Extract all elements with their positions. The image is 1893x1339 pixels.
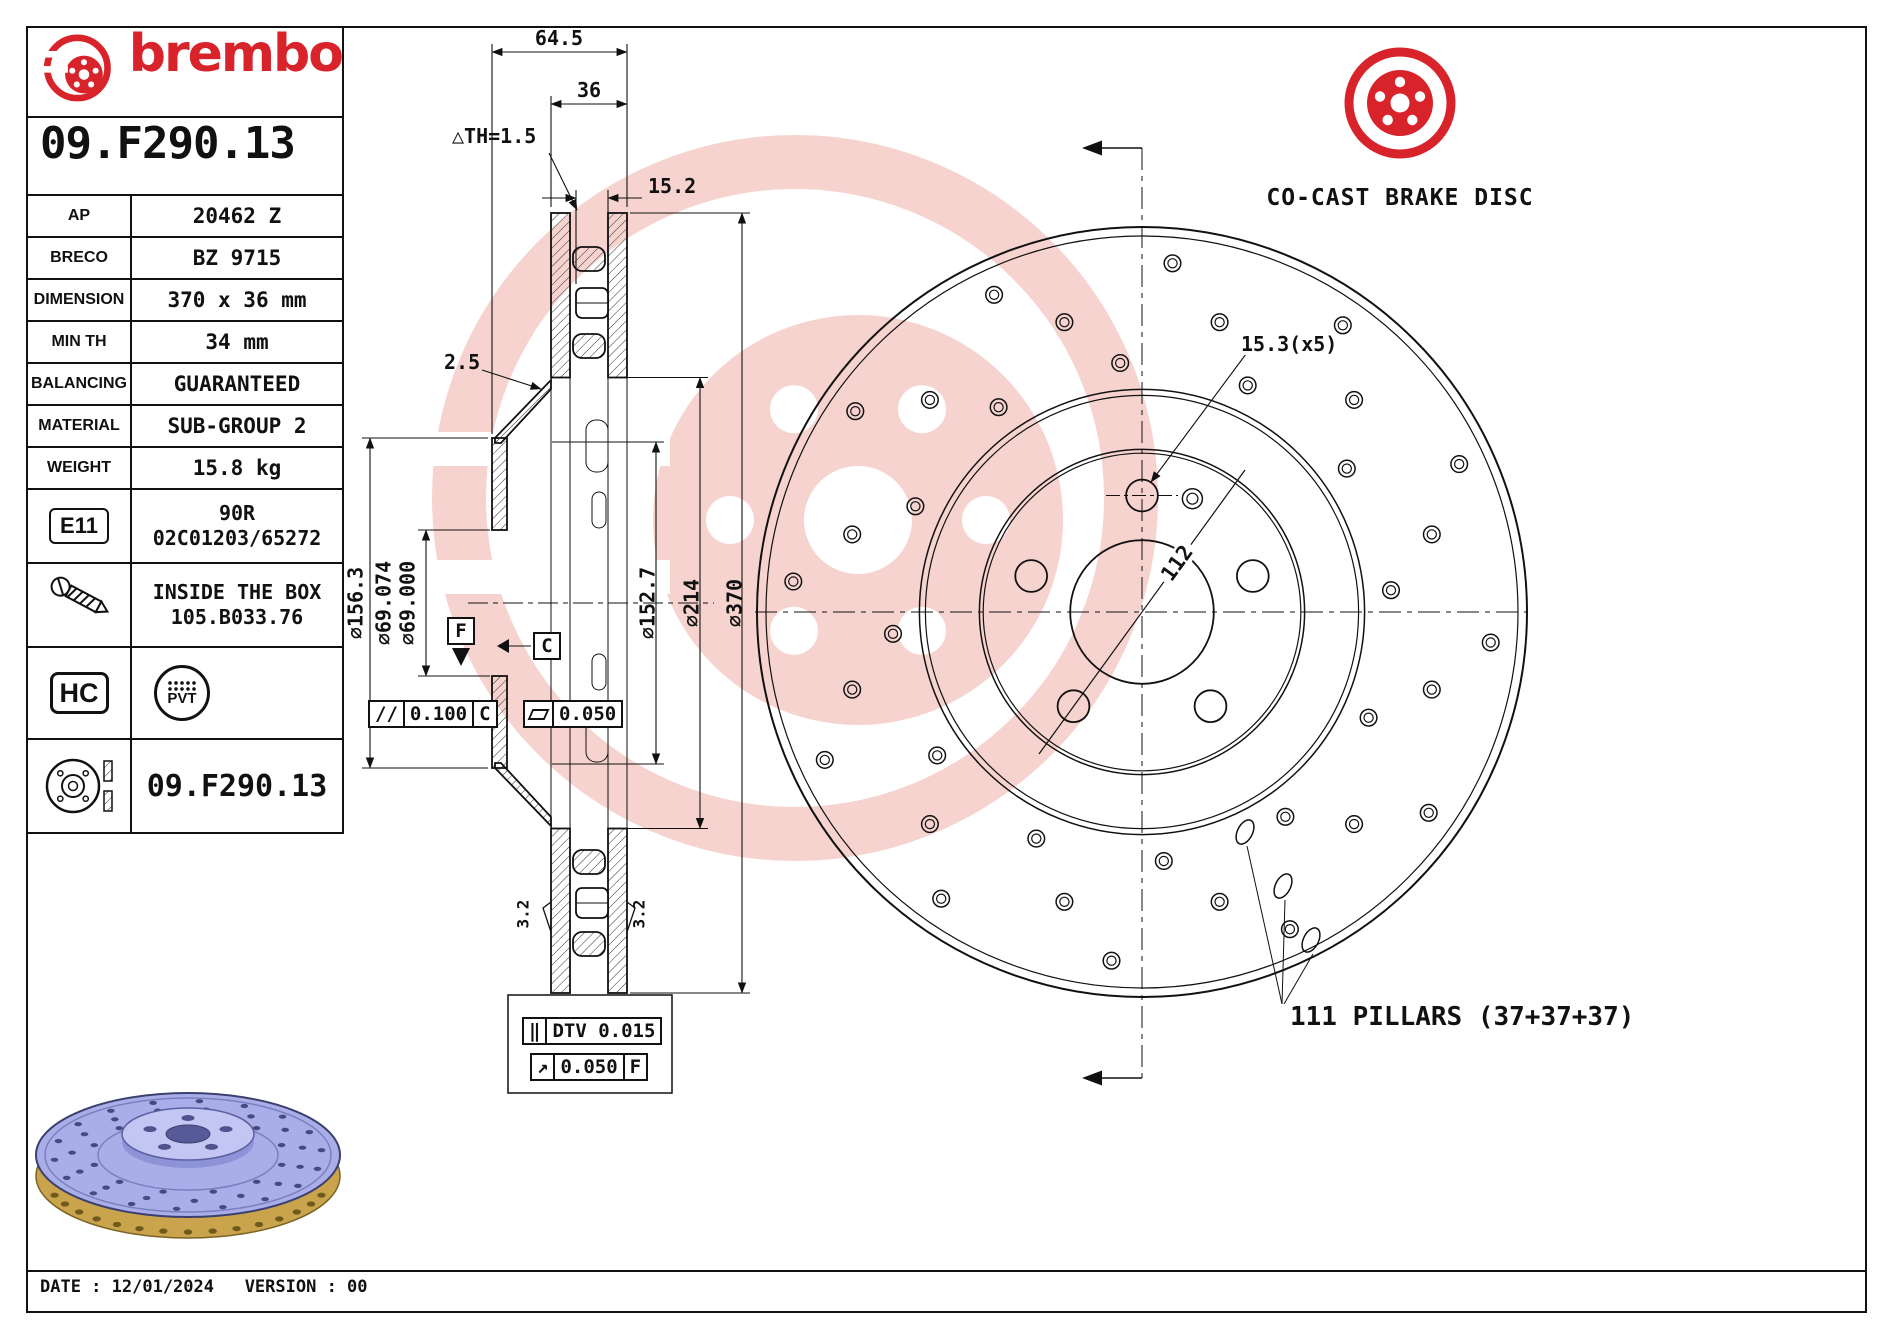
disc-3d-render bbox=[35, 1092, 341, 1239]
runout-datum: F bbox=[629, 1056, 642, 1078]
dim-total-width: 64.5 bbox=[534, 26, 584, 50]
front-view bbox=[755, 140, 1528, 1086]
parallelism-datum: C bbox=[479, 703, 491, 725]
marks-row: HC PVT bbox=[28, 648, 342, 740]
runout-symbol: ↗ bbox=[532, 1055, 556, 1079]
pillars-note: 111 PILLARS (37+37+37) bbox=[1288, 1002, 1637, 1032]
spec-table: brembo 09.F290.13 AP 20462 Z BRECO BZ 97… bbox=[26, 26, 344, 834]
dtv-symbol: ‖ bbox=[524, 1019, 548, 1043]
cocast-logo-icon bbox=[1344, 47, 1456, 159]
spec-row-balancing: BALANCING GUARANTEED bbox=[28, 364, 342, 406]
pvt-dots-icon bbox=[167, 680, 197, 691]
e11-badge: E11 bbox=[49, 508, 109, 544]
spec-value: 20462 Z bbox=[192, 204, 282, 228]
flatness-frame: 0.050 bbox=[523, 700, 624, 728]
inside-box-row: INSIDE THE BOX 105.B033.76 bbox=[28, 564, 342, 648]
approval-row: E11 90R 02C01203/65272 bbox=[28, 490, 342, 564]
lug-hole-dim: 15.3(x5) bbox=[1238, 334, 1341, 355]
screw-icon bbox=[50, 576, 110, 614]
dim-bore-max-dia: ⌀69.074 bbox=[371, 560, 396, 646]
footer-divider bbox=[26, 1270, 1867, 1272]
front-drill-holes bbox=[784, 254, 1500, 970]
spec-row-dimension: DIMENSION 370 x 36 mm bbox=[28, 280, 342, 322]
roughness-right: 3.2 bbox=[629, 899, 649, 929]
brand-header: brembo bbox=[28, 24, 344, 118]
spec-label: MIN TH bbox=[28, 322, 132, 362]
brembo-logo-icon bbox=[35, 34, 111, 102]
datum-f-box: F bbox=[447, 617, 475, 645]
spec-row-ap: AP 20462 Z bbox=[28, 196, 342, 238]
spec-row-material: MATERIAL SUB-GROUP 2 bbox=[28, 406, 342, 448]
roughness-left: 3.2 bbox=[513, 899, 533, 929]
spec-value: GUARANTEED bbox=[173, 372, 301, 396]
dim-bore-min-dia: ⌀69.000 bbox=[395, 560, 420, 646]
spec-label: BRECO bbox=[28, 238, 132, 278]
spec-value: 15.8 kg bbox=[192, 456, 282, 480]
dim-hat-outer-dia: ⌀156.3 bbox=[343, 566, 368, 640]
dim-inner-dia: ⌀214 bbox=[679, 578, 704, 628]
dim-thickness: 36 bbox=[576, 78, 602, 102]
dim-wall: 2.5 bbox=[444, 350, 481, 374]
spec-label: BALANCING bbox=[28, 364, 132, 404]
spec-row-breco: BRECO BZ 9715 bbox=[28, 238, 342, 280]
spec-label: DIMENSION bbox=[28, 280, 132, 320]
dim-outer-dia: ⌀370 bbox=[722, 578, 747, 628]
brake-disc-icon bbox=[45, 758, 113, 814]
brembo-wordmark: brembo bbox=[128, 24, 344, 84]
inside-box-part: 105.B033.76 bbox=[170, 605, 304, 629]
disc-part-row: 09.F290.13 bbox=[28, 740, 342, 832]
cocast-title: CO-CAST BRAKE DISC bbox=[1266, 185, 1534, 211]
spec-label: MATERIAL bbox=[28, 406, 132, 446]
dim-hat-inner-dia: ⌀152.7 bbox=[635, 566, 660, 640]
render-vent-slots bbox=[50, 1192, 326, 1235]
parallelism-value: 0.100 bbox=[405, 702, 475, 726]
spec-value: SUB-GROUP 2 bbox=[167, 414, 307, 438]
spec-value: 34 mm bbox=[205, 330, 269, 354]
flatness-symbol bbox=[525, 702, 554, 726]
dtv-frame: ‖ DTV 0.015 bbox=[522, 1017, 663, 1045]
runout-value: 0.050 bbox=[555, 1055, 625, 1079]
dtv-value: DTV 0.015 bbox=[552, 1020, 656, 1042]
runout-frame: ↗ 0.050 F bbox=[530, 1053, 649, 1081]
spec-value: BZ 9715 bbox=[192, 246, 282, 270]
spec-row-min-th: MIN TH 34 mm bbox=[28, 322, 342, 364]
parallelism-frame: // 0.100 C bbox=[368, 700, 498, 728]
spec-label: WEIGHT bbox=[28, 448, 132, 488]
datum-c-box: C bbox=[533, 632, 561, 660]
part-number: 09.F290.13 bbox=[40, 118, 296, 169]
spec-value: 370 x 36 mm bbox=[167, 288, 307, 312]
pvt-mark: PVT bbox=[154, 665, 210, 721]
inside-box-label: INSIDE THE BOX bbox=[152, 580, 322, 604]
hc-mark: HC bbox=[49, 672, 109, 714]
approval-number: 90R bbox=[218, 501, 256, 525]
footer-text: DATE : 12/01/2024 VERSION : 00 bbox=[40, 1277, 368, 1297]
spec-row-weight: WEIGHT 15.8 kg bbox=[28, 448, 342, 490]
dim-wear-limit: △TH=1.5 bbox=[452, 124, 537, 148]
cross-section-dimensions bbox=[362, 44, 750, 994]
spec-label: AP bbox=[28, 196, 132, 236]
dim-hat-depth: 15.2 bbox=[648, 174, 697, 198]
parallelism-symbol: // bbox=[370, 702, 405, 726]
cross-section-view bbox=[468, 212, 714, 1094]
disc-part-number: 09.F290.13 bbox=[146, 768, 328, 804]
approval-code: 02C01203/65272 bbox=[152, 526, 322, 550]
part-number-row: 09.F290.13 bbox=[28, 118, 342, 196]
flatness-value: 0.050 bbox=[559, 703, 617, 725]
